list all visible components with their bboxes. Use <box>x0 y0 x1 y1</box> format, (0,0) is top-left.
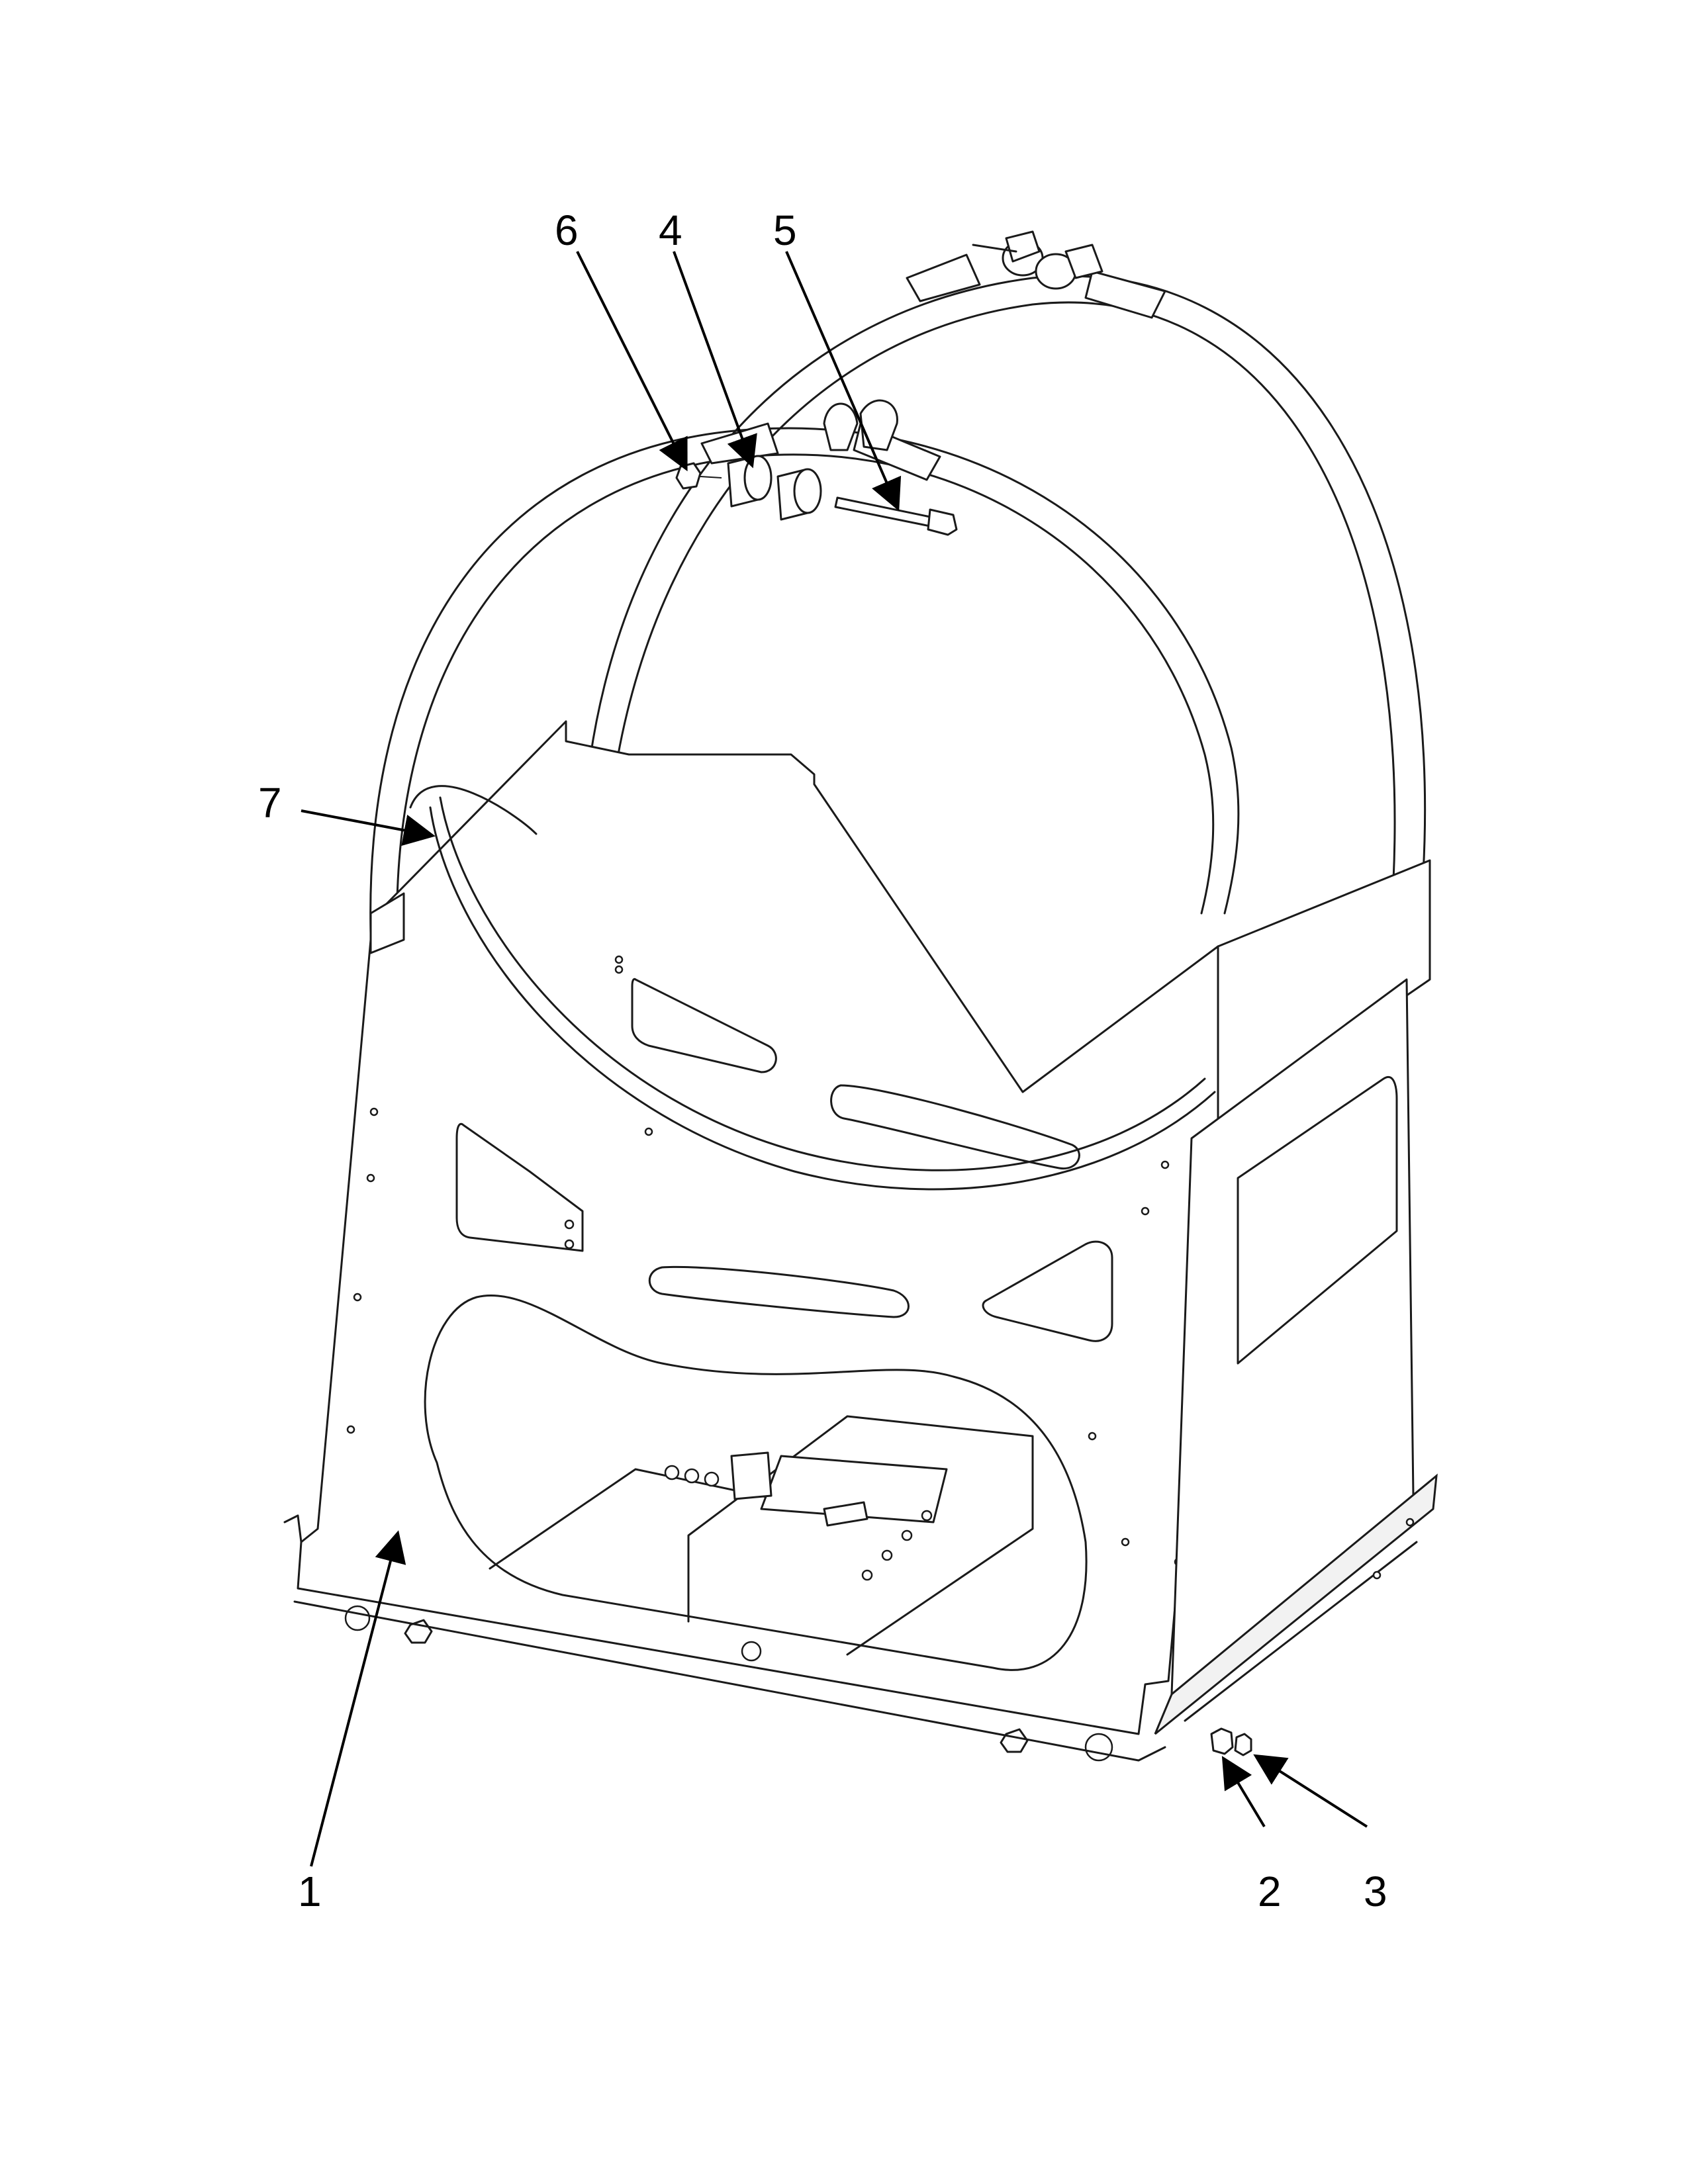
callout-labels: 1 2 3 4 5 6 7 <box>258 206 1387 1915</box>
callout-leaders <box>301 251 1368 1867</box>
rear-clamp-knuckles <box>972 230 1103 290</box>
callout-7: 7 <box>258 779 282 827</box>
left-flange <box>283 785 1166 1762</box>
foot-spacer <box>1210 1727 1234 1755</box>
inner-base-bracket <box>489 1415 1034 1656</box>
front-clamp-knuckles <box>823 399 898 451</box>
callout-4: 4 <box>659 206 682 254</box>
rubber-strip <box>429 796 1216 1191</box>
hex-nut <box>675 462 722 490</box>
front-frame-panel <box>297 720 1219 1762</box>
clamp-bolt <box>834 496 958 536</box>
spacer-sleeves <box>727 455 822 521</box>
callout-1: 1 <box>298 1868 322 1915</box>
callout-2: 2 <box>1258 1868 1282 1915</box>
foot-nut <box>1234 1733 1252 1756</box>
callout-6: 6 <box>555 206 579 254</box>
callout-5: 5 <box>773 206 797 254</box>
right-side-frame <box>1154 859 1438 1739</box>
callout-3: 3 <box>1364 1868 1387 1915</box>
rear-hoop-band <box>581 253 1427 928</box>
